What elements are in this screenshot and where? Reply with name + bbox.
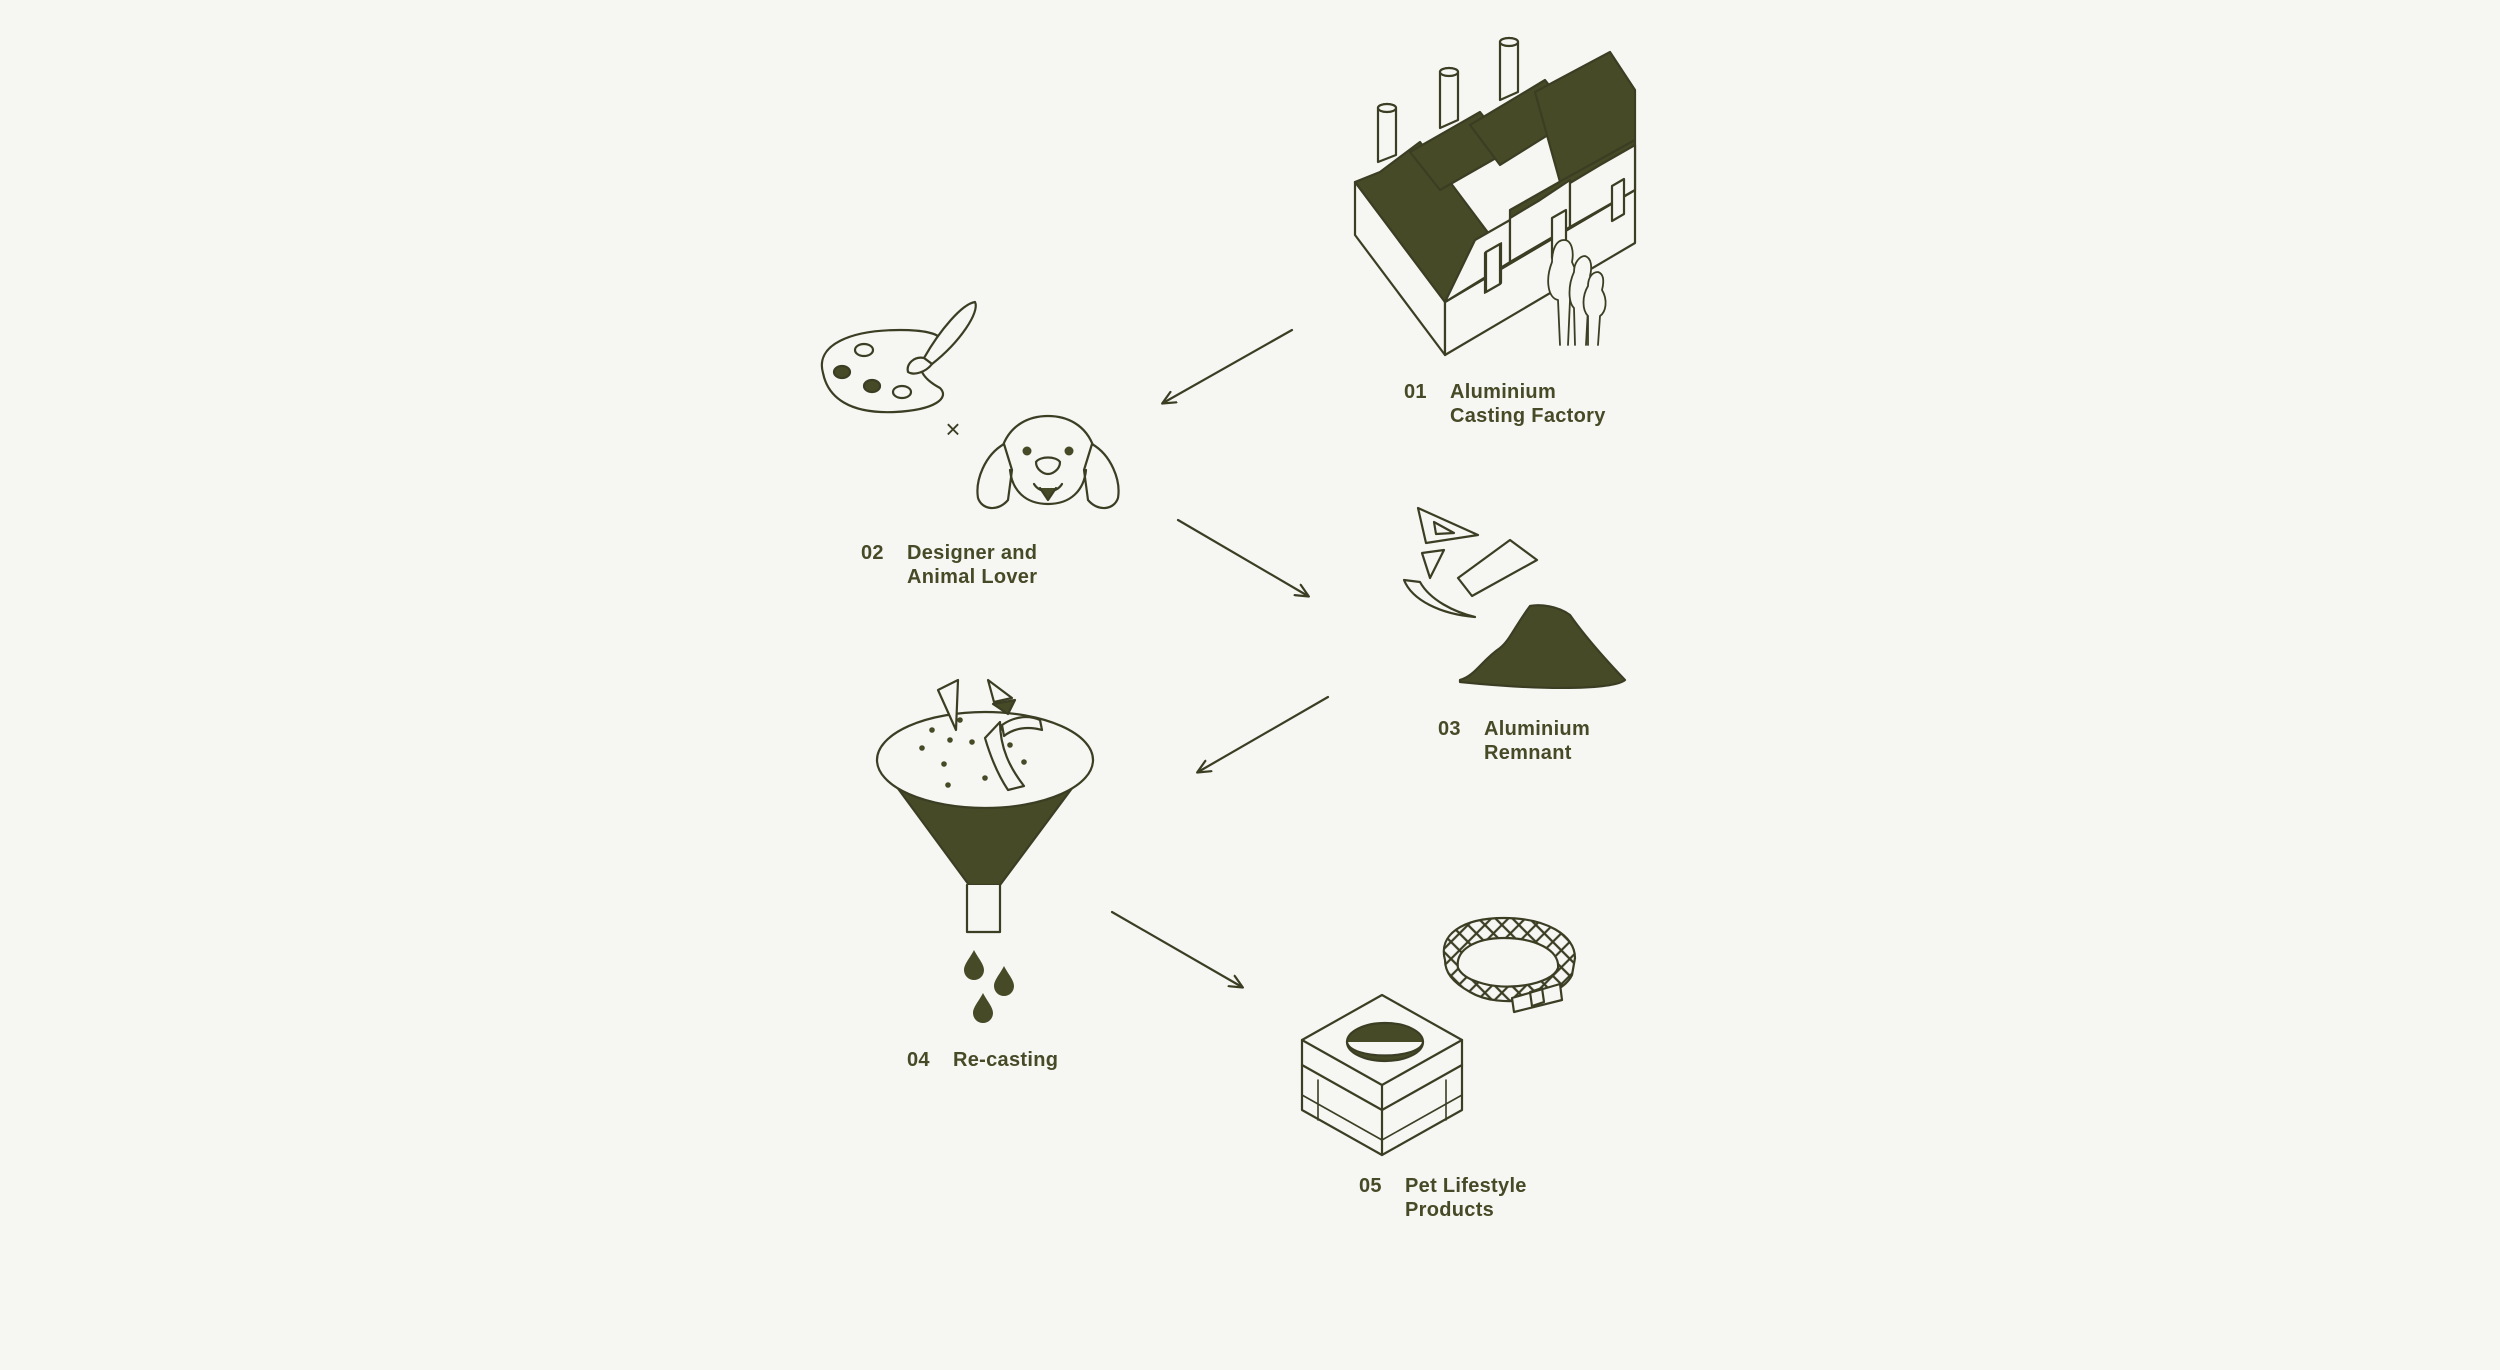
arrow-04-to-05	[1110, 910, 1242, 987]
bowl-stand-icon	[1300, 993, 1464, 1157]
aluminium-scraps-icon	[1402, 506, 1627, 689]
step-01-title: Aluminium Casting Factory	[1450, 381, 1606, 427]
connector-symbol: ×	[945, 414, 960, 444]
step-03-number: 03	[1438, 718, 1461, 740]
step-05-number: 05	[1359, 1175, 1382, 1197]
arrow-02-to-03	[1176, 518, 1308, 596]
step-05-title: Pet Lifestyle Products	[1405, 1175, 1527, 1221]
collar-icon	[1442, 916, 1577, 1014]
palette-icon	[820, 300, 977, 414]
step-04-title: Re-casting	[953, 1049, 1059, 1071]
step-02-number: 02	[861, 542, 884, 564]
arrow-01-to-02	[1163, 328, 1294, 403]
factory-icon	[1353, 36, 1637, 357]
step-02-title: Designer and Animal Lover	[907, 542, 1038, 588]
pet-products-icon	[1300, 916, 1577, 1157]
step-03-title: Aluminium Remnant	[1484, 718, 1591, 764]
funnel-icon	[875, 678, 1095, 1023]
flow-arrows	[1110, 328, 1330, 987]
dog-icon	[976, 414, 1120, 510]
step-01-number: 01	[1404, 381, 1427, 403]
step-04-number: 04	[907, 1049, 930, 1071]
arrow-03-to-04	[1198, 695, 1330, 772]
